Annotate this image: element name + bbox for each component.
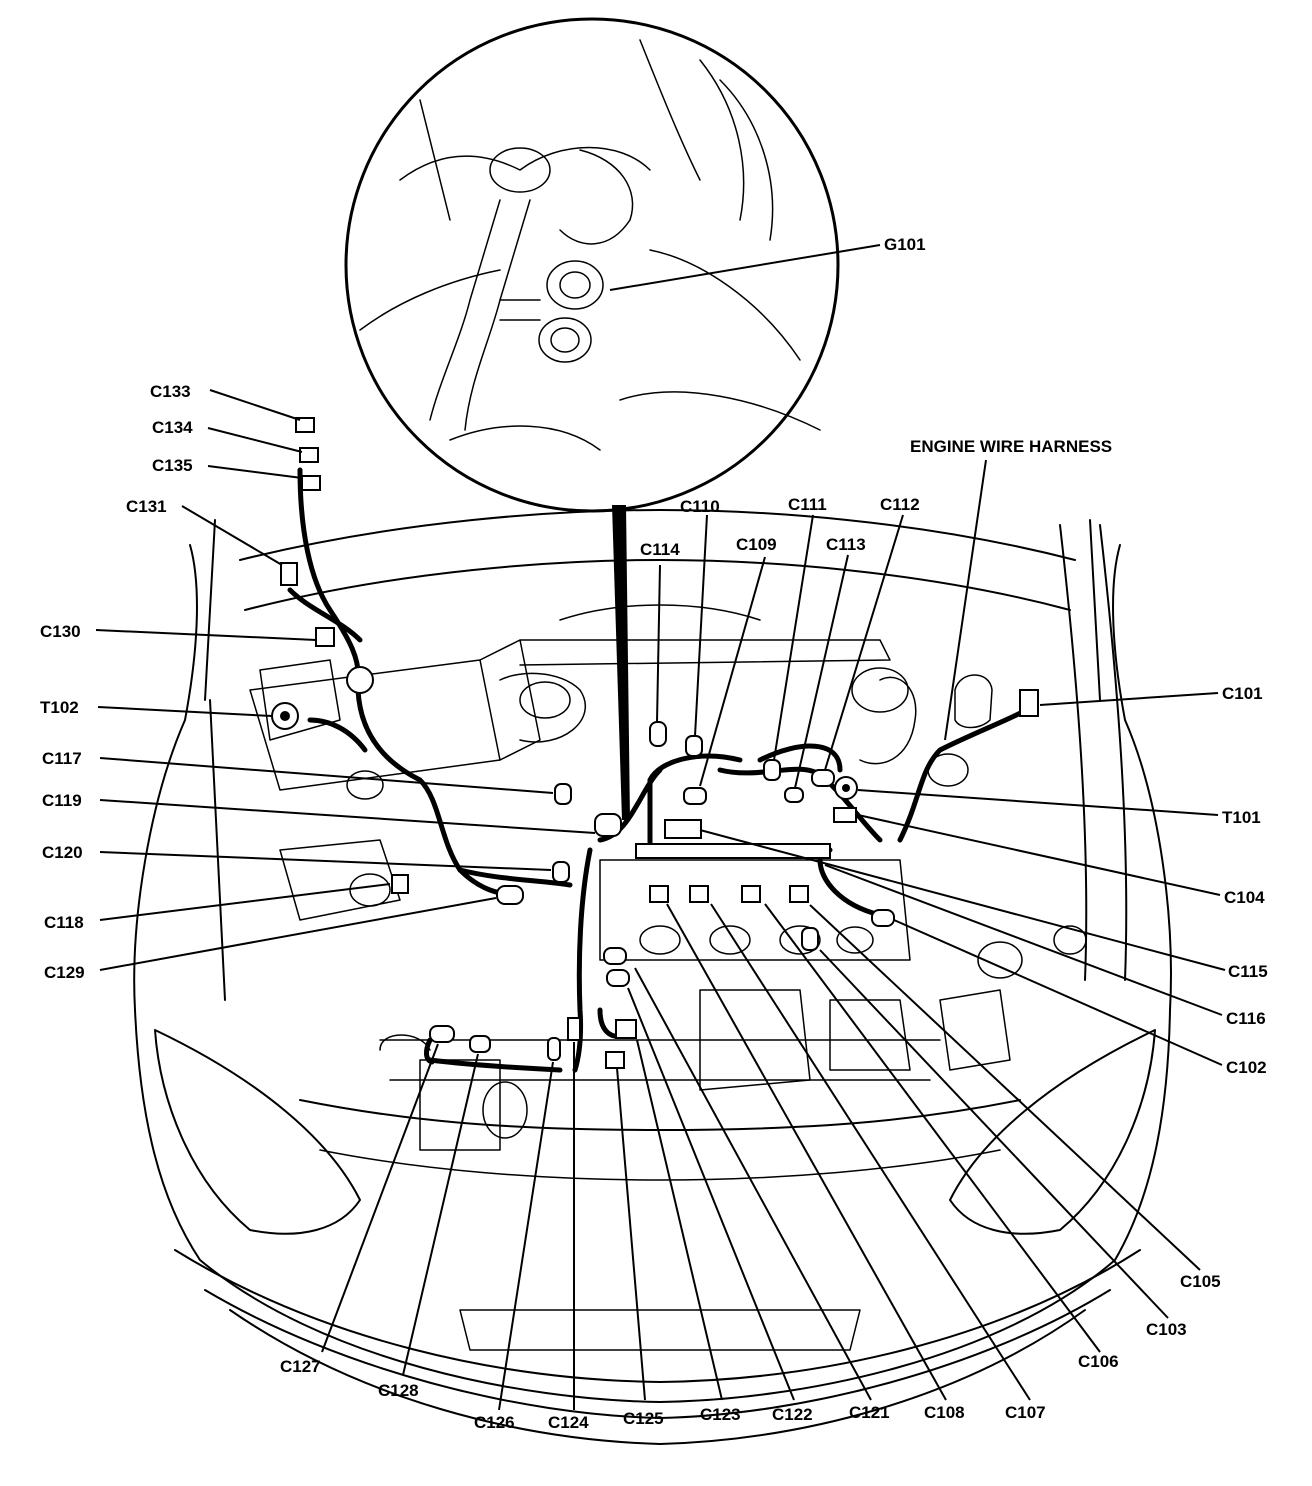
connector-c114 (649, 721, 667, 747)
label-c122: C122 (772, 1405, 813, 1424)
connector-c128 (469, 1035, 491, 1053)
label-c114: C114 (640, 540, 680, 559)
connector-c101 (1019, 689, 1039, 717)
connector-c124 (567, 1017, 581, 1041)
connector-c125 (605, 1051, 625, 1069)
label-c109: C109 (736, 535, 777, 554)
label-c121: C121 (849, 1403, 890, 1422)
label-c130: C130 (40, 622, 81, 641)
harness-junction-bar (635, 843, 831, 859)
engine-bay-outline (249, 604, 1087, 1151)
connector-c107 (689, 885, 709, 903)
label-c105: C105 (1180, 1272, 1221, 1291)
label-c127: C127 (280, 1357, 321, 1376)
label-c116: C116 (1226, 1009, 1266, 1028)
connector-c109 (683, 787, 707, 805)
label-c101: C101 (1222, 684, 1263, 703)
label-c133: C133 (150, 382, 191, 401)
label-c103: C103 (1146, 1320, 1187, 1339)
connector-c123 (615, 1019, 637, 1039)
connector-c104 (833, 807, 857, 823)
label-c102: C102 (1226, 1058, 1267, 1077)
connector-c127 (429, 1025, 455, 1043)
car-body-outline (133, 509, 1172, 1445)
label-c111: C111 (788, 495, 827, 514)
connector-c108 (649, 885, 669, 903)
labels: ENGINE WIRE HARNESS G101 C133 C134 C135 … (40, 235, 1268, 1432)
connector-c113 (784, 787, 804, 803)
connector-c129 (496, 885, 524, 905)
connector-c115 (664, 819, 702, 839)
connector-c103 (789, 885, 809, 903)
connector-c133 (295, 417, 315, 433)
connector-c106 (741, 885, 761, 903)
label-c115: C115 (1228, 962, 1268, 981)
connector-c135 (301, 475, 321, 491)
label-c131: C131 (126, 497, 167, 516)
connector-c117 (554, 783, 572, 805)
label-c124: C124 (548, 1413, 589, 1432)
connector-c105 (801, 927, 819, 951)
connectors (271, 417, 1039, 1069)
label-c110: C110 (680, 497, 720, 516)
label-c117: C117 (42, 749, 82, 768)
connector-c134 (299, 447, 319, 463)
label-c106: C106 (1078, 1352, 1119, 1371)
label-t101: T101 (1222, 808, 1261, 827)
connector-c112 (811, 769, 835, 787)
connector-c119 (594, 813, 622, 837)
inset-pointer (612, 505, 630, 820)
label-g101: G101 (884, 235, 926, 254)
connector-c120 (552, 861, 570, 883)
connector-c110 (685, 735, 703, 757)
connector-c118 (391, 874, 409, 894)
label-c107: C107 (1005, 1403, 1046, 1422)
label-c126: C126 (474, 1413, 515, 1432)
connector-c121 (603, 947, 627, 965)
leader-lines (95, 244, 1226, 1411)
connector-c102 (871, 909, 895, 927)
inset-detail-circle (344, 17, 840, 513)
grommet (346, 666, 374, 694)
label-c135: C135 (152, 456, 193, 475)
connector-c122 (606, 969, 630, 987)
label-c108: C108 (924, 1403, 965, 1422)
label-c118: C118 (44, 913, 84, 932)
label-c125: C125 (623, 1409, 664, 1428)
label-c113: C113 (826, 535, 866, 554)
connector-c111 (763, 759, 781, 781)
label-c104: C104 (1224, 888, 1265, 907)
connector-c130 (315, 627, 335, 647)
label-c134: C134 (152, 418, 193, 437)
label-c123: C123 (700, 1405, 741, 1424)
connector-c131 (280, 562, 298, 586)
label-c119: C119 (42, 791, 82, 810)
label-c128: C128 (378, 1381, 419, 1400)
connector-c126 (547, 1037, 561, 1061)
label-t102: T102 (40, 698, 79, 717)
label-c120: C120 (42, 843, 83, 862)
engine-wire-harness-title: ENGINE WIRE HARNESS (910, 437, 1112, 456)
label-c112: C112 (880, 495, 920, 514)
label-c129: C129 (44, 963, 85, 982)
